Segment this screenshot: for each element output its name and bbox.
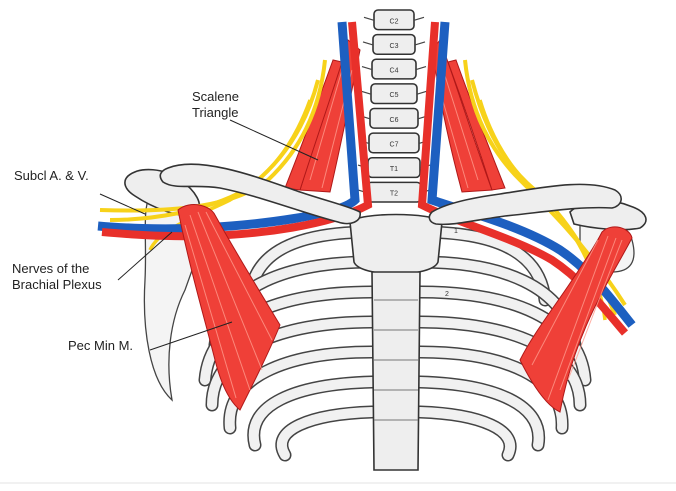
vertebra-process [360, 90, 428, 95]
vertebra-label-t1: T1 [390, 166, 398, 173]
vertebra-label-c3: C3 [390, 43, 399, 50]
label-scalene-triangle-line2: Triangle [192, 105, 238, 120]
vertebra-process [361, 65, 427, 71]
vertebra-label-c7: C7 [390, 141, 399, 148]
label-scalene-triangle-line1: Scalene [192, 89, 239, 104]
label-brachial-plexus-line1: Nerves of the [12, 261, 89, 276]
rib-number-1: 1 [454, 228, 458, 235]
vertebra-label-c2: C2 [390, 18, 399, 25]
vertebra-process [362, 41, 426, 46]
label-pec-min: Pec Min M. [68, 338, 133, 353]
leader-lines [99, 119, 319, 351]
vertebra-label-t2: T2 [390, 191, 398, 198]
label-subclavian-artery-vein: Subcl A. & V. [14, 168, 89, 183]
vertebra-process [363, 16, 425, 21]
label-brachial-plexus-line2: Brachial Plexus [12, 277, 102, 292]
vertebra-label-c5: C5 [390, 92, 399, 99]
rib-number-2: 2 [445, 291, 449, 298]
vertebra-label-c6: C6 [390, 117, 399, 124]
labels: Scalene Triangle Subcl A. & V. Nerves of… [12, 89, 239, 353]
pectoralis-minor-muscles [177, 204, 633, 413]
clavicles [159, 163, 622, 226]
rib-numbers: 1 2 [445, 228, 458, 298]
sternum [349, 213, 443, 471]
vertebra-label-c4: C4 [390, 68, 399, 75]
